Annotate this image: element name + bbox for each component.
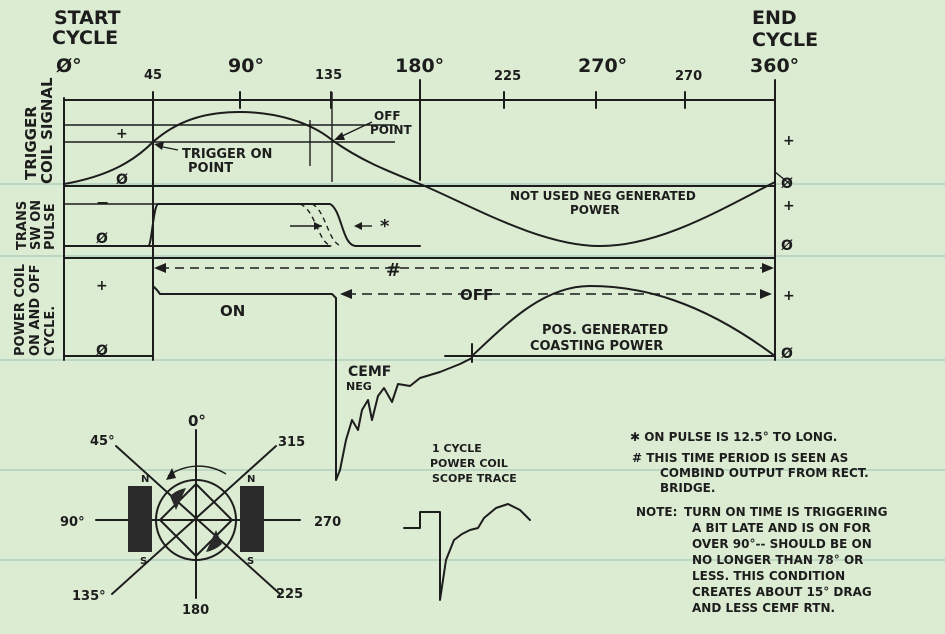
- not-used-label: NOT USED NEG GENERATED: [510, 189, 696, 203]
- angle-label-270b: 270: [675, 69, 702, 84]
- svg-text:POINT: POINT: [188, 161, 233, 176]
- notes-block: ✱ ON PULSE IS 12.5° TO LONG. # THIS TIME…: [630, 430, 887, 615]
- angle-label-135: 135: [315, 68, 342, 83]
- magnet-n-left: N: [141, 474, 149, 485]
- svg-text:COIL SIGNAL: COIL SIGNAL: [38, 77, 56, 184]
- angle-label-45: 45: [144, 68, 162, 83]
- angle-label-360: 360°: [750, 55, 799, 77]
- rotor-angle-90: 90°: [60, 515, 85, 530]
- svg-text:CYCLE.: CYCLE.: [43, 306, 58, 356]
- note-line-6: CREATES ABOUT 15° DRAG: [692, 585, 872, 599]
- pos-generated-hump: [471, 285, 776, 357]
- scope-trace: 1 CYCLE POWER COIL SCOPE TRACE: [403, 442, 531, 601]
- angle-label-225: 225: [494, 69, 521, 84]
- sign-plus-power: +: [96, 278, 108, 294]
- rotor-angle-315: 315: [278, 435, 305, 450]
- hash-note-1: # THIS TIME PERIOD IS SEEN AS: [632, 451, 848, 465]
- svg-text:PULSE: PULSE: [43, 203, 58, 250]
- magnet-left: [128, 486, 152, 552]
- magnet-s-right: S: [247, 556, 254, 567]
- svg-text:SW ON: SW ON: [29, 200, 44, 250]
- row-label-trans: TRANS SW ON PULSE: [15, 200, 58, 250]
- svg-text:POWER COIL: POWER COIL: [13, 264, 28, 356]
- svg-text:POINT: POINT: [370, 123, 413, 137]
- on-label: ON: [220, 302, 245, 320]
- note-line-3: OVER 90°-- SHOULD BE ON: [692, 537, 872, 551]
- svg-text:1 CYCLE: 1 CYCLE: [432, 442, 482, 455]
- sign-minus-trans: −: [96, 193, 109, 212]
- cemf-label-2: NEG: [346, 380, 372, 393]
- hash-note-3: BRIDGE.: [660, 481, 715, 495]
- rotor-square: [159, 483, 233, 557]
- sign-zero-trigger: Ø: [116, 172, 128, 188]
- hash-note-2: COMBIND OUTPUT FROM RECT.: [660, 466, 869, 480]
- sign-plus-right-1: +: [783, 133, 795, 149]
- star-note: ✱ ON PULSE IS 12.5° TO LONG.: [630, 430, 837, 444]
- magnet-s-left: S: [140, 556, 147, 567]
- trigger-on-label: TRIGGER ON POINT: [154, 142, 272, 176]
- svg-text:OFF: OFF: [374, 109, 401, 123]
- not-used-label-2: POWER: [570, 203, 620, 217]
- off-label: OFF: [460, 286, 493, 304]
- svg-text:TRANS: TRANS: [15, 201, 30, 250]
- angle-label-180: 180°: [395, 55, 444, 77]
- end-label-2: CYCLE: [752, 29, 818, 51]
- svg-text:ON AND OFF: ON AND OFF: [28, 264, 43, 356]
- trigger-sine-curve: [63, 111, 776, 247]
- rotor-angle-45: 45°: [90, 434, 115, 449]
- rotor-angle-135: 135°: [72, 589, 106, 604]
- pos-generated-label-2: COASTING POWER: [530, 339, 663, 354]
- axis-ticks: [239, 91, 686, 109]
- note-label: NOTE:: [636, 505, 677, 519]
- angle-label-90: 90°: [228, 55, 264, 77]
- start-label-2: CYCLE: [52, 27, 118, 49]
- rotor-angle-0: 0°: [188, 412, 206, 430]
- sign-plus-right-3: +: [783, 288, 795, 304]
- hash-marker: #: [386, 260, 401, 281]
- end-label: END: [752, 7, 797, 29]
- svg-text:SCOPE TRACE: SCOPE TRACE: [432, 472, 517, 485]
- sign-zero-right-3: Ø: [781, 346, 793, 362]
- note-line-1: TURN ON TIME IS TRIGGERING: [684, 505, 887, 519]
- rotor-angle-180: 180: [182, 603, 209, 618]
- svg-text:TRIGGER ON: TRIGGER ON: [182, 147, 272, 162]
- svg-text:TRIGGER: TRIGGER: [22, 106, 40, 180]
- angle-label-0: Ø°: [56, 55, 82, 77]
- start-label: START: [54, 7, 121, 29]
- rotor-angle-270: 270: [314, 515, 341, 530]
- timing-grid: [63, 79, 776, 361]
- row-label-power: POWER COIL ON AND OFF CYCLE.: [13, 264, 58, 356]
- cemf-label: CEMF: [348, 364, 391, 380]
- star-marker: *: [380, 216, 390, 237]
- rotor-angle-225: 225: [276, 587, 303, 602]
- trans-pulse-trace: [63, 203, 421, 247]
- sign-plus-trigger: +: [116, 126, 128, 142]
- row-label-trigger: TRIGGER COIL SIGNAL: [22, 77, 56, 184]
- sign-zero-right-2: Ø: [781, 238, 793, 254]
- svg-text:POWER COIL: POWER COIL: [430, 457, 508, 470]
- note-line-2: A BIT LATE AND IS ON FOR: [692, 521, 871, 535]
- magnet-n-right: N: [247, 474, 255, 485]
- sign-plus-right-2: +: [783, 198, 795, 214]
- pos-generated-label: POS. GENERATED: [542, 323, 669, 338]
- rotation-arrow: [166, 468, 176, 480]
- rotor-diagram: N S N S 0° 45° 90° 135° 180 225 270 315: [60, 412, 341, 618]
- note-line-4: NO LONGER THAN 78° OR: [692, 553, 863, 567]
- off-point-label: OFF POINT: [334, 109, 413, 140]
- note-line-7: AND LESS CEMF RTN.: [692, 601, 835, 615]
- magnet-right: [240, 486, 264, 552]
- power-coil-trace: [152, 285, 473, 481]
- angle-label-270a: 270°: [578, 55, 627, 77]
- note-line-5: LESS. THIS CONDITION: [692, 569, 845, 583]
- sign-zero-power: Ø: [96, 343, 108, 359]
- rotor-circle: [155, 479, 237, 561]
- sign-zero-trans: Ø: [96, 231, 108, 247]
